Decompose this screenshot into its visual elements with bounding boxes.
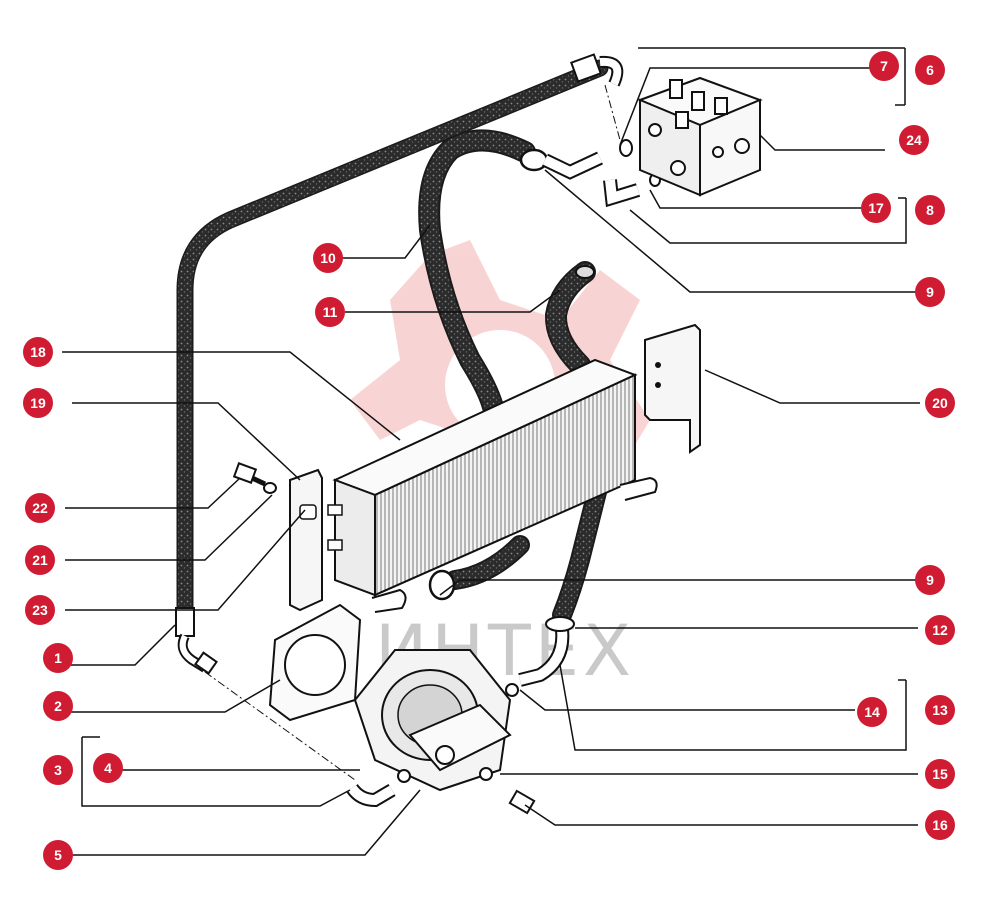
- bracket-right: [644, 323, 701, 454]
- callout-15-label: 15: [932, 766, 948, 782]
- callout-18: 18: [23, 337, 53, 367]
- callout-19: 19: [23, 388, 53, 418]
- hose-clamps: [428, 148, 549, 601]
- callout-9-bottom-label: 9: [926, 572, 934, 588]
- callout-2-label: 2: [54, 698, 62, 714]
- callout-16: 16: [925, 810, 955, 840]
- callout-20: 20: [925, 388, 955, 418]
- bracket-left: [289, 468, 323, 612]
- callout-17-label: 17: [868, 200, 884, 216]
- callout-20-label: 20: [932, 395, 948, 411]
- callout-4: 4: [93, 753, 123, 783]
- callout-9-top: 9: [915, 277, 945, 307]
- callout-9-top-label: 9: [926, 284, 934, 300]
- callout-5-label: 5: [54, 847, 62, 863]
- callout-14-label: 14: [864, 704, 880, 720]
- callout-7: 7: [869, 51, 899, 81]
- callout-10: 10: [313, 243, 343, 273]
- callout-6-label: 6: [926, 62, 934, 78]
- callout-24: 24: [899, 125, 929, 155]
- gasket: [268, 603, 362, 722]
- callout-21: 21: [25, 545, 55, 575]
- valve-block: [637, 76, 763, 197]
- callout-1: 1: [43, 643, 73, 673]
- hose-lower: [445, 470, 610, 625]
- callout-12-label: 12: [932, 622, 948, 638]
- callout-23: 23: [25, 595, 55, 625]
- callout-8-label: 8: [926, 202, 934, 218]
- callout-24-label: 24: [906, 132, 922, 148]
- callout-5: 5: [43, 840, 73, 870]
- callout-14: 14: [857, 697, 887, 727]
- bolt-washer: [232, 462, 277, 494]
- callout-21-label: 21: [32, 552, 48, 568]
- radiator: [327, 358, 658, 613]
- callouts: 1 2 3 4 5 6 7 8 9 9 10 11 12 13 14 15 16…: [23, 51, 955, 870]
- callout-6: 6: [915, 55, 945, 85]
- callout-18-label: 18: [30, 344, 46, 360]
- callout-3-label: 3: [54, 762, 62, 778]
- callout-1-label: 1: [54, 650, 62, 666]
- callout-4-label: 4: [104, 760, 112, 776]
- callout-22: 22: [25, 493, 55, 523]
- callout-22-label: 22: [32, 500, 48, 516]
- callout-8: 8: [915, 195, 945, 225]
- callout-7-label: 7: [880, 58, 888, 74]
- callout-9-bottom: 9: [915, 565, 945, 595]
- center-lines: [204, 84, 621, 781]
- callout-16-label: 16: [932, 817, 948, 833]
- callout-11-label: 11: [323, 304, 338, 320]
- hose-10: [418, 129, 536, 431]
- elbow-fitting-right: [505, 616, 575, 697]
- callout-10-label: 10: [320, 250, 336, 266]
- callout-12: 12: [925, 615, 955, 645]
- callout-15: 15: [925, 759, 955, 789]
- callout-17: 17: [861, 193, 891, 223]
- valve-fittings: [541, 139, 661, 208]
- hose-1: [175, 53, 624, 675]
- callout-19-label: 19: [30, 395, 46, 411]
- callout-3: 3: [43, 755, 73, 785]
- callout-13: 13: [925, 695, 955, 725]
- callout-11: 11: [315, 297, 345, 327]
- leader-lines: [62, 47, 920, 856]
- hose-11: [545, 261, 596, 376]
- callout-13-label: 13: [932, 702, 948, 718]
- callout-2: 2: [43, 691, 73, 721]
- pump: [353, 649, 512, 792]
- callout-23-label: 23: [32, 602, 48, 618]
